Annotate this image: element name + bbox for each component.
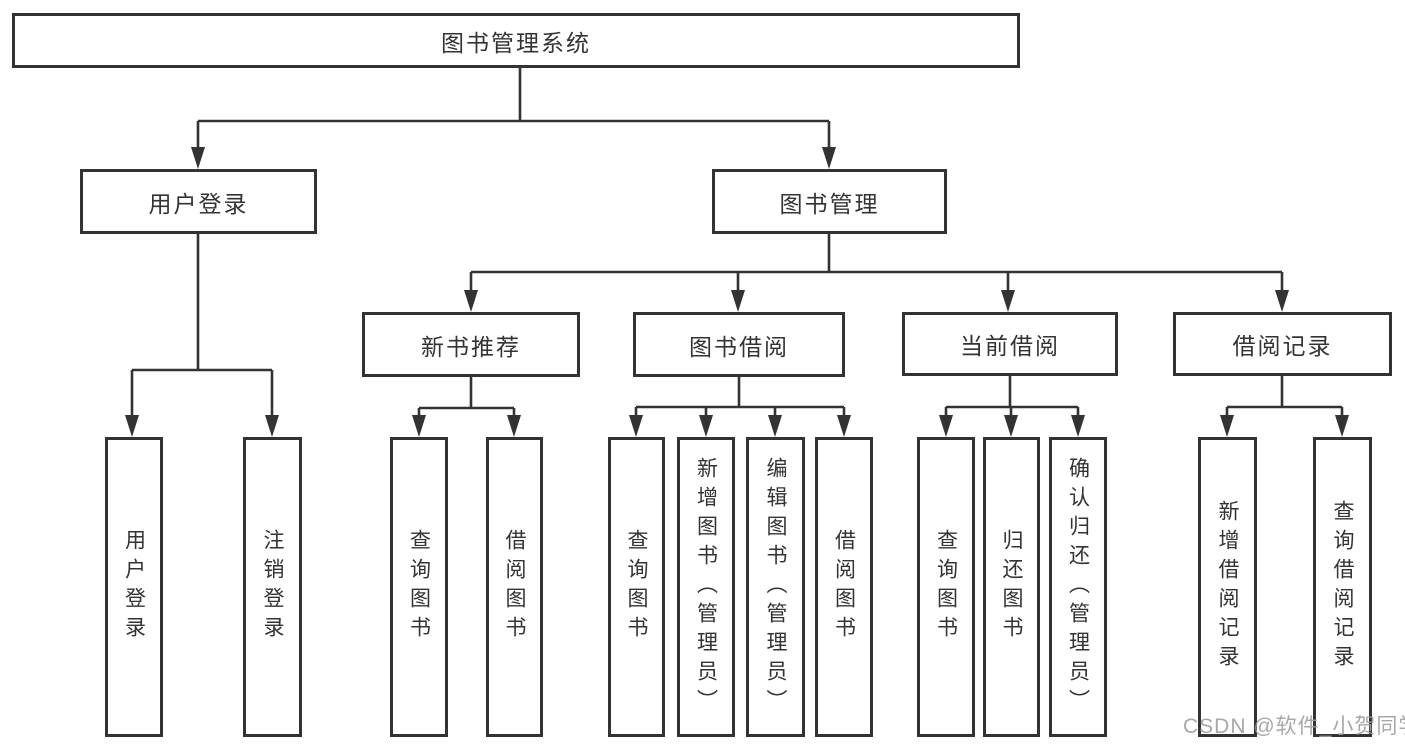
arrowhead [191,147,205,169]
edge-root-to-level2 [191,68,836,169]
leaf-borrow-books: 借阅图书 [815,437,873,737]
arrowhead [507,415,521,437]
leaf-logout: 注销登录 [243,437,302,737]
arrowhead [837,415,851,437]
edge-line [196,68,831,150]
node-root-library-system: 图书管理系统 [12,13,1020,68]
arrowhead [731,290,745,312]
leaf-add-book-admin: 新增图书（管理员） [677,437,735,737]
edge-borrow-records-children [1220,376,1349,437]
arrowhead [265,415,279,437]
arrowhead [464,290,478,312]
csdn-watermark: CSDN @软件_小贺同学 [1183,715,1405,738]
edge-line [1225,376,1344,418]
arrowhead [1071,415,1085,437]
edge-line [634,377,846,418]
leaf-edit-book-admin: 编辑图书（管理员） [746,437,805,737]
node-current-borrowing: 当前借阅 [902,312,1118,376]
leaf-confirm-return-admin: 确认归还（管理员） [1049,437,1107,737]
arrowhead [822,147,836,169]
arrowhead [1275,290,1289,312]
arrowhead [1335,415,1349,437]
edge-user-login-children [125,234,279,437]
edge-new-book-recommend-children [412,377,521,437]
edge-line [469,234,1284,293]
leaf-add-borrow-record: 新增借阅记录 [1198,437,1257,737]
edge-book-borrowing-children [629,377,851,437]
leaf-query-books-current: 查询图书 [917,437,975,737]
node-new-book-recommend: 新书推荐 [362,312,580,377]
arrowhead [125,415,139,437]
leaf-query-books-borrowing: 查询图书 [608,437,665,737]
edge-line [417,377,516,418]
node-book-management: 图书管理 [712,169,947,234]
leaf-query-borrow-record: 查询借阅记录 [1313,437,1372,737]
edge-current-borrowing-children [939,376,1085,437]
edge-book-management-children [464,234,1289,312]
arrowhead [768,415,782,437]
arrowhead [939,415,953,437]
edge-line [944,376,1080,418]
node-borrow-records: 借阅记录 [1173,312,1392,376]
leaf-borrow-books-recommend: 借阅图书 [486,437,543,737]
leaf-return-books: 归还图书 [983,437,1040,737]
arrowhead [699,415,713,437]
node-user-login-branch: 用户登录 [80,169,317,234]
edge-line [130,234,274,418]
arrowhead [1004,415,1018,437]
arrowhead [1001,290,1015,312]
leaf-query-books-recommend: 查询图书 [390,437,448,737]
arrowhead [1220,415,1234,437]
arrowhead [629,415,643,437]
arrowhead [412,415,426,437]
node-book-borrowing: 图书借阅 [633,312,845,377]
leaf-user-login: 用户登录 [105,437,163,737]
